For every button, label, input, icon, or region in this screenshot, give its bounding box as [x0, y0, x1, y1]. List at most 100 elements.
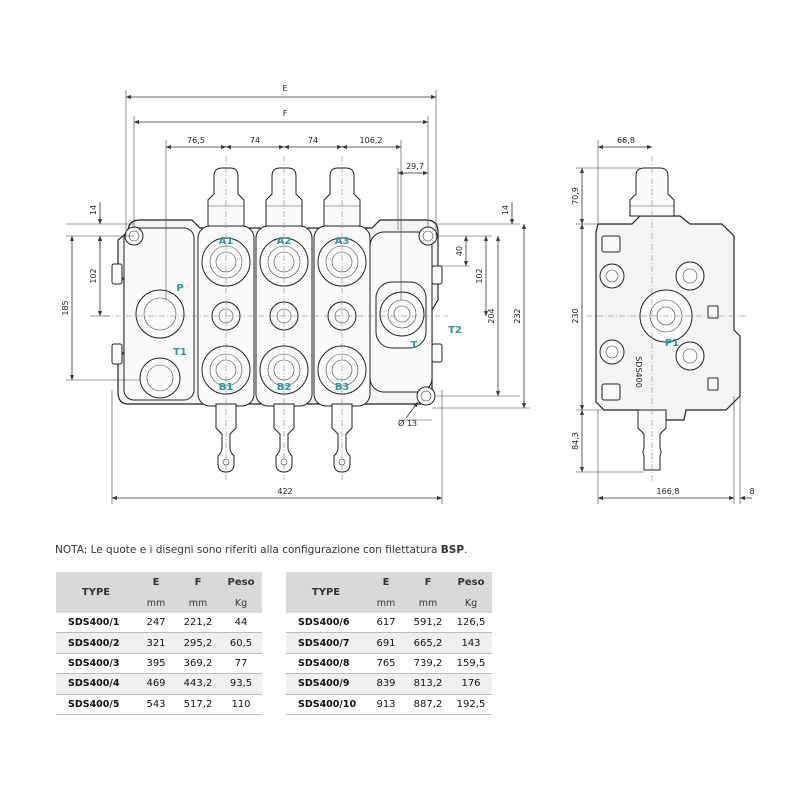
note-thread: BSP	[440, 544, 465, 556]
header-type: TYPE	[56, 572, 136, 613]
dim-40: 40	[455, 246, 464, 256]
cell-f: 813,2	[406, 673, 450, 695]
unit-e: mm	[136, 593, 176, 613]
header-f: F	[406, 572, 450, 593]
cell-e: 617	[366, 613, 406, 634]
dim-29-7: 29,7	[406, 162, 424, 171]
mount-hole-tr	[418, 226, 438, 246]
unit-peso: Kg	[220, 593, 262, 613]
header-peso: Peso	[450, 572, 492, 593]
header-type: TYPE	[286, 572, 366, 613]
dim-74-b: 74	[308, 136, 318, 145]
cell-e: 691	[366, 632, 406, 654]
cell-type: SDS400/3	[56, 653, 136, 675]
dim-14-left: 14	[89, 205, 98, 215]
cell-peso: 110	[220, 694, 262, 715]
cell-type: SDS400/9	[286, 673, 366, 695]
header-peso: Peso	[220, 572, 262, 593]
note-end: .	[464, 544, 468, 556]
technical-drawing: A1 A2 A3 B1 B2 B3 P T1 T T2 E F 76,5 74 …	[61, 84, 755, 504]
cell-type: SDS400/4	[56, 673, 136, 695]
cell-e: 765	[366, 653, 406, 675]
cell-f: 591,2	[406, 613, 450, 634]
header-f: F	[176, 572, 220, 593]
cell-f: 665,2	[406, 632, 450, 654]
cell-peso: 44	[220, 613, 262, 634]
unit-f: mm	[406, 593, 450, 613]
cell-peso: 93,5	[220, 673, 262, 695]
port-label-a2: A2	[277, 236, 292, 247]
cell-f: 517,2	[176, 694, 220, 715]
cell-e: 543	[136, 694, 176, 715]
dim-422: 422	[277, 487, 292, 496]
dim-166-8: 166,8	[657, 487, 680, 496]
dim-8: 8	[749, 487, 754, 496]
dim-74-a: 74	[250, 136, 260, 145]
cell-e: 321	[136, 632, 176, 654]
port-label-b1: B1	[219, 382, 234, 393]
cell-peso: 192,5	[450, 694, 492, 715]
dim-102-right: 102	[475, 268, 484, 283]
dim-66-8: 66,8	[617, 136, 635, 145]
unit-f: mm	[176, 593, 220, 613]
cell-f: 295,2	[176, 632, 220, 654]
port-label-t1: T1	[173, 347, 187, 358]
unit-e: mm	[366, 593, 406, 613]
dim-e: E	[282, 84, 287, 93]
port-label-p: P	[176, 283, 183, 294]
port-label-b2: B2	[277, 382, 292, 393]
cell-peso: 77	[220, 653, 262, 675]
port-label-t: T	[411, 340, 418, 351]
port-label-b3: B3	[335, 382, 350, 393]
dim-204: 204	[487, 308, 496, 323]
header-e: E	[136, 572, 176, 593]
cell-e: 395	[136, 653, 176, 675]
cell-f: 443,2	[176, 673, 220, 695]
unit-peso: Kg	[450, 593, 492, 613]
dim-106-2: 106,2	[360, 136, 383, 145]
cell-f: 739,2	[406, 653, 450, 675]
spool-levers	[215, 403, 353, 473]
dim-76-5: 76,5	[187, 136, 205, 145]
cell-peso: 176	[450, 673, 492, 695]
note: NOTA: Le quote e i disegni sono riferiti…	[55, 544, 467, 556]
cell-type: SDS400/5	[56, 694, 136, 715]
mount-hole-br	[416, 386, 436, 406]
cell-peso: 126,5	[450, 613, 492, 634]
dim-14-right: 14	[501, 205, 510, 215]
port-t-bore	[379, 291, 425, 337]
dim-diameter-13: Ø 13	[398, 418, 417, 428]
cell-type: SDS400/6	[286, 613, 366, 634]
cell-e: 469	[136, 673, 176, 695]
cell-type: SDS400/8	[286, 653, 366, 675]
cell-e: 247	[136, 613, 176, 634]
cell-type: SDS400/2	[56, 632, 136, 654]
side-model-label: SDS400	[634, 356, 643, 388]
side-view: SDS400 P1 66,8 70,9 230 84,3 166,8 8	[571, 136, 755, 504]
cell-type: SDS400/7	[286, 632, 366, 654]
port-p-bore	[135, 289, 185, 339]
port-label-a1: A1	[219, 236, 234, 247]
cell-type: SDS400/10	[286, 694, 366, 715]
cell-e: 839	[366, 673, 406, 695]
dim-84-3: 84,3	[571, 432, 580, 450]
cell-peso: 143	[450, 632, 492, 654]
port-label-a3: A3	[335, 236, 350, 247]
port-t1-bore	[139, 357, 181, 399]
dim-f: F	[283, 109, 288, 118]
cell-f: 221,2	[176, 613, 220, 634]
cell-e: 913	[366, 694, 406, 715]
dim-70-9: 70,9	[571, 187, 580, 205]
dim-230: 230	[571, 308, 580, 323]
